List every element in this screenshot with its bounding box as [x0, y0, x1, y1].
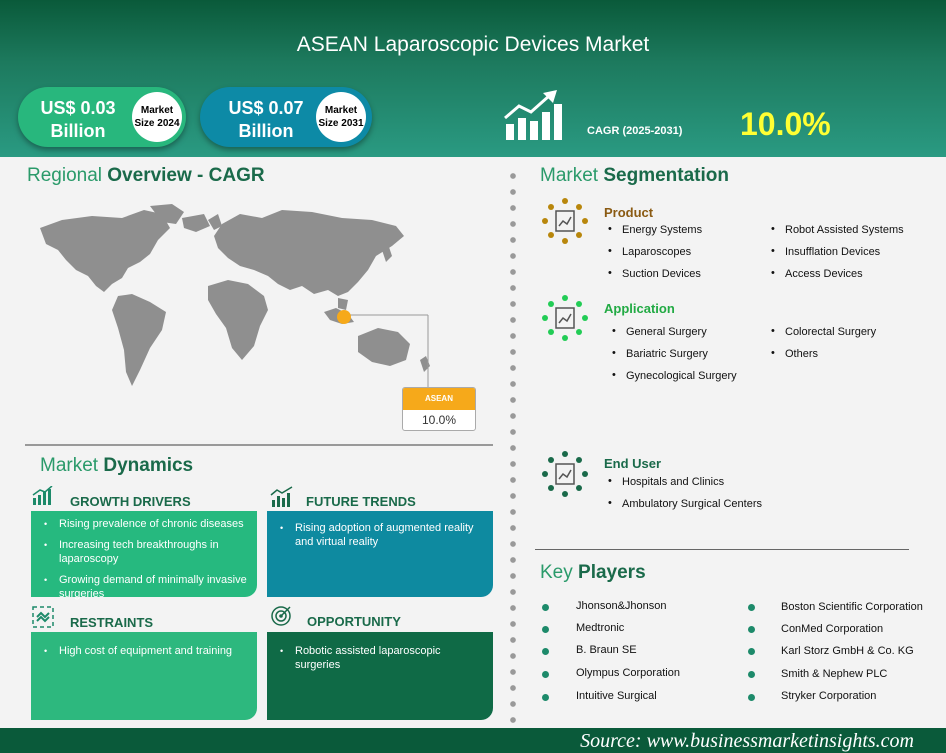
list-item: Ambulatory Surgical Centers: [608, 497, 762, 510]
player-bullet: [748, 694, 755, 701]
list-item: Boston Scientific Corporation: [781, 601, 923, 613]
list-item: Medtronic: [576, 622, 625, 634]
source-link[interactable]: Source: www.businessmarketinsights.com: [580, 730, 914, 752]
player-bullet: [748, 671, 755, 678]
player-bullet: [542, 694, 549, 701]
asean-callout-label: ASEAN: [403, 388, 475, 410]
player-bullet: [542, 604, 549, 611]
list-item: Robot Assisted Systems: [771, 223, 904, 236]
growth-chart-icon: [504, 90, 562, 140]
vertical-divider: [509, 168, 517, 723]
page-title: ASEAN Laparoscopic Devices Market: [296, 33, 650, 56]
players-title-bold: Players: [578, 562, 646, 583]
world-map: [40, 204, 430, 387]
list-item: Increasing tech breakthroughs in laparos…: [31, 538, 257, 566]
player-bullet: [542, 626, 549, 633]
list-item: Laparoscopes: [608, 245, 691, 258]
list-item: B. Braun SE: [576, 644, 637, 656]
list-item: Robotic assisted laparoscopic surgeries: [267, 644, 493, 672]
list-item: Gynecological Surgery: [612, 369, 737, 382]
dynamics-title-bold: Dynamics: [103, 455, 194, 476]
list-item: ConMed Corporation: [781, 623, 884, 635]
list-item: Rising adoption of augmented reality and…: [267, 521, 493, 549]
divider-line: [25, 444, 493, 446]
market-size-2031-label: Market Size 2031: [316, 92, 366, 142]
list-item: Insufflation Devices: [771, 245, 880, 258]
regional-title-light: Regional: [27, 165, 102, 186]
growth-drivers-box: Rising prevalence of chronic diseases In…: [31, 511, 257, 600]
growth-drivers-icon: [32, 486, 53, 505]
dynamics-title-light: Market: [40, 455, 99, 476]
list-item: Jhonson&Jhonson: [576, 600, 667, 612]
market-size-2031-pill: US$ 0.07 Billion Market Size 2031: [200, 87, 372, 147]
restraints-box: High cost of equipment and training: [31, 632, 257, 720]
cagr-value: 10.0%: [740, 106, 831, 142]
segmentation-title-light: Market: [540, 165, 599, 186]
opportunity-box: Robotic assisted laparoscopic surgeries: [267, 632, 493, 720]
application-segment-icon: [542, 295, 588, 341]
list-item: Colorectal Surgery: [771, 325, 876, 338]
list-item: Rising prevalence of chronic diseases: [31, 517, 257, 531]
list-item: Smith & Nephew PLC: [781, 668, 888, 680]
list-item: Suction Devices: [608, 267, 701, 280]
footer-bar: Source: www.businessmarketinsights.com: [0, 728, 946, 753]
market-size-2024-pill: US$ 0.03 Billion Market Size 2024: [18, 87, 186, 147]
list-item: Olympus Corporation: [576, 667, 680, 679]
player-bullet: [542, 671, 549, 678]
list-item: Hospitals and Clinics: [608, 475, 724, 488]
restraints-title: RESTRAINTS: [70, 615, 154, 630]
segmentation-title-bold: Segmentation: [603, 165, 729, 186]
list-item: General Surgery: [612, 325, 707, 338]
list-item: Bariatric Surgery: [612, 347, 708, 360]
list-item: Intuitive Surgical: [576, 690, 657, 702]
list-item: High cost of equipment and training: [31, 644, 257, 658]
list-item: Access Devices: [771, 267, 863, 280]
market-size-2024-value: US$ 0.03 Billion: [40, 98, 116, 141]
key-players-title: Key Players: [540, 562, 646, 584]
opportunity-title: OPPORTUNITY: [307, 614, 401, 629]
asean-callout-value: 10.0%: [421, 413, 457, 427]
player-bullet: [748, 626, 755, 633]
header-banner: ASEAN Laparoscopic Devices Market US$ 0.…: [0, 0, 946, 157]
regional-overview-title: Regional Overview - CAGR: [27, 165, 265, 187]
end-user-title: End User: [604, 456, 662, 471]
list-item: Stryker Corporation: [781, 690, 877, 702]
list-item: Growing demand of minimally invasive sur…: [31, 573, 257, 601]
asean-callout: ASEAN 10.0%: [402, 387, 476, 431]
market-dynamics-title: Market Dynamics: [40, 455, 193, 477]
player-bullet: [748, 604, 755, 611]
product-title: Product: [604, 205, 654, 220]
regional-title-bold: Overview - CAGR: [107, 165, 265, 186]
asean-marker: [337, 310, 351, 324]
future-trends-icon: [270, 486, 293, 507]
list-item: Others: [771, 347, 818, 360]
players-title-light: Key: [540, 562, 573, 583]
opportunity-icon: [271, 606, 291, 626]
list-item: Energy Systems: [608, 223, 702, 236]
end-user-segment-icon: [542, 451, 588, 497]
player-bullet: [542, 648, 549, 655]
market-segmentation-title: Market Segmentation: [540, 165, 729, 187]
product-segment-icon: [542, 198, 588, 244]
growth-drivers-title: GROWTH DRIVERS: [70, 494, 191, 509]
list-item: Karl Storz GmbH & Co. KG: [781, 645, 914, 657]
cagr-label: CAGR (2025-2031): [587, 125, 683, 137]
player-bullet: [748, 648, 755, 655]
market-size-2024-label: Market Size 2024: [132, 92, 182, 142]
future-trends-box: Rising adoption of augmented reality and…: [267, 511, 493, 597]
future-trends-title: FUTURE TRENDS: [306, 494, 416, 509]
restraints-icon: [32, 606, 54, 628]
market-size-2031-value: US$ 0.07 Billion: [228, 98, 304, 141]
application-title: Application: [604, 301, 675, 316]
divider-line: [535, 549, 909, 550]
